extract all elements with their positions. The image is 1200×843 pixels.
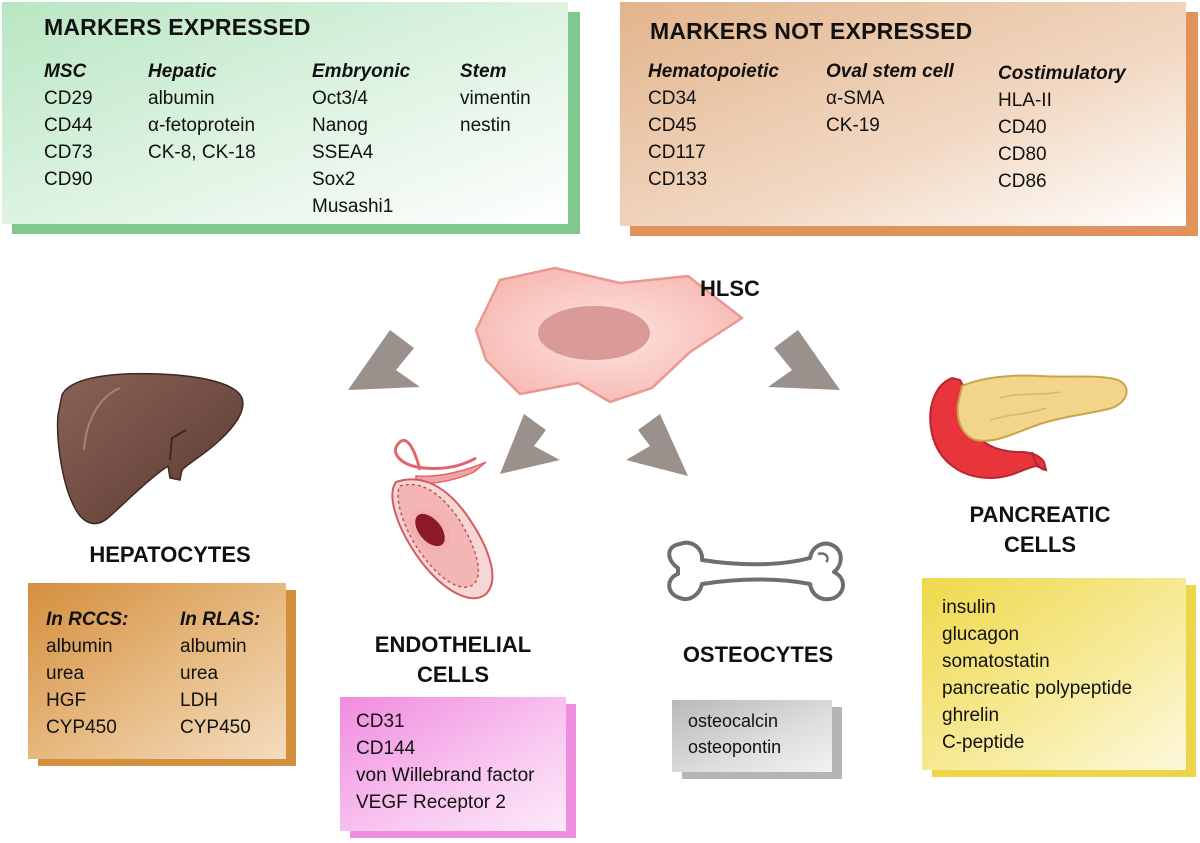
marker-item: Nanog (312, 115, 368, 136)
marker-item: CD44 (44, 115, 93, 136)
blood-vessel-icon (391, 438, 494, 600)
marker-item: CK-8, CK-18 (148, 142, 256, 163)
marker-item: α-SMA (826, 88, 885, 109)
marker-item: CD29 (44, 88, 93, 109)
marker-item: HLA-II (998, 90, 1052, 111)
osteocytes-panel (672, 700, 842, 779)
marker-item: albumin (46, 636, 113, 657)
bone-icon (667, 540, 845, 602)
arrow-to-endothelial (500, 414, 560, 474)
not-expressed-column-hematopoietic: Hematopoietic CD34 CD45 CD117 CD133 (648, 58, 779, 193)
marker-item: insulin (942, 597, 996, 618)
hepatocytes-panel (28, 583, 296, 766)
hlsc-cell-icon (474, 266, 744, 404)
marker-item: CD144 (356, 738, 416, 759)
osteocytes-marker-list: osteocalcin osteopontin (688, 708, 781, 760)
marker-item: CD90 (44, 169, 93, 190)
marker-item: C-peptide (942, 732, 1025, 753)
markers-not-expressed-title: MARKERS NOT EXPRESSED (650, 18, 973, 44)
markers-expressed-panel (2, 2, 580, 234)
endothelial-label-line2: CELLS (416, 662, 490, 687)
marker-item: albumin (180, 636, 247, 657)
column-header: Embryonic (312, 61, 411, 82)
column-header: Stem (460, 61, 507, 82)
marker-item: urea (180, 663, 219, 684)
not-expressed-column-costimulatory: Costimulatory HLA-II CD40 CD80 CD86 (998, 60, 1126, 195)
marker-item: osteopontin (688, 737, 782, 757)
expressed-column-hepatic: Hepatic albumin α-fetoprotein CK-8, CK-1… (148, 58, 256, 166)
pancreas-icon (929, 374, 1128, 480)
marker-item: Oct3/4 (312, 88, 368, 109)
rccs-header: In RCCS: (46, 609, 129, 630)
pancreatic-marker-list: insulin glucagon somatostatin pancreatic… (942, 594, 1132, 756)
marker-item: ghrelin (942, 705, 1000, 726)
marker-item: urea (46, 663, 85, 684)
rlas-header: In RLAS: (180, 609, 261, 630)
marker-item: CD80 (998, 144, 1047, 165)
marker-item: CD31 (356, 711, 405, 732)
marker-item: CD45 (648, 115, 697, 136)
endothelial-label-line1: ENDOTHELIAL (374, 632, 532, 657)
column-header: Hematopoietic (648, 61, 779, 82)
not-expressed-column-oval-stem-cell: Oval stem cell α-SMA CK-19 (826, 58, 954, 139)
hepatocytes-rccs-list: In RCCS: albumin urea HGF CYP450 (46, 606, 128, 741)
hlsc-label: HLSC (700, 276, 760, 301)
marker-item: CYP450 (180, 717, 251, 738)
marker-item: α-fetoprotein (148, 115, 256, 136)
marker-item: CD40 (998, 117, 1047, 138)
marker-item: pancreatic polypeptide (942, 678, 1133, 699)
marker-item: SSEA4 (312, 142, 374, 163)
marker-item: albumin (148, 88, 215, 109)
marker-item: CD86 (998, 171, 1047, 192)
column-header: MSC (44, 61, 87, 82)
endothelial-label: ENDOTHELIAL CELLS (340, 630, 566, 690)
marker-item: glucagon (942, 624, 1020, 645)
expressed-column-stem: Stem vimentin nestin (460, 58, 531, 139)
arrow-to-hepatocytes (348, 330, 420, 390)
pancreatic-label: PANCREATIC CELLS (920, 500, 1160, 560)
endothelial-panel (340, 697, 576, 838)
expressed-column-embryonic: Embryonic Oct3/4 Nanog SSEA4 Sox2 Musash… (312, 58, 410, 220)
marker-item: somatostatin (942, 651, 1050, 672)
marker-item: CYP450 (46, 717, 117, 738)
pancreatic-label-line1: PANCREATIC (969, 502, 1111, 527)
marker-item: CD34 (648, 88, 697, 109)
marker-item: von Willebrand factor (356, 765, 535, 786)
column-header: Costimulatory (998, 63, 1126, 84)
liver-icon (56, 372, 244, 525)
marker-item: CD73 (44, 142, 93, 163)
arrow-to-osteocytes (626, 414, 688, 476)
marker-item: Musashi1 (312, 196, 394, 217)
column-header: Oval stem cell (826, 61, 954, 82)
markers-not-expressed-panel (620, 2, 1198, 236)
arrow-to-pancreatic (768, 330, 840, 390)
marker-item: vimentin (460, 88, 531, 109)
marker-item: CD117 (648, 142, 706, 163)
marker-item: nestin (460, 115, 511, 136)
pancreatic-label-line2: CELLS (1003, 532, 1077, 557)
hepatocytes-label: HEPATOCYTES (89, 542, 251, 567)
marker-item: osteocalcin (688, 711, 779, 731)
pancreatic-panel (922, 578, 1196, 777)
marker-item: HGF (46, 690, 87, 711)
marker-item: LDH (180, 690, 219, 711)
marker-item: CK-19 (826, 115, 880, 136)
column-header: Hepatic (148, 61, 217, 82)
endothelial-marker-list: CD31 CD144 von Willebrand factor VEGF Re… (356, 708, 534, 816)
hepatocytes-rlas-list: In RLAS: albumin urea LDH CYP450 (180, 606, 260, 741)
markers-expressed-title: MARKERS EXPRESSED (44, 14, 311, 40)
differentiation-arrows (348, 330, 840, 476)
marker-item: VEGF Receptor 2 (356, 792, 506, 813)
marker-item: CD133 (648, 169, 708, 190)
expressed-column-msc: MSC CD29 CD44 CD73 CD90 (44, 58, 93, 193)
marker-item: Sox2 (312, 169, 356, 190)
osteocytes-label: OSTEOCYTES (682, 642, 834, 667)
